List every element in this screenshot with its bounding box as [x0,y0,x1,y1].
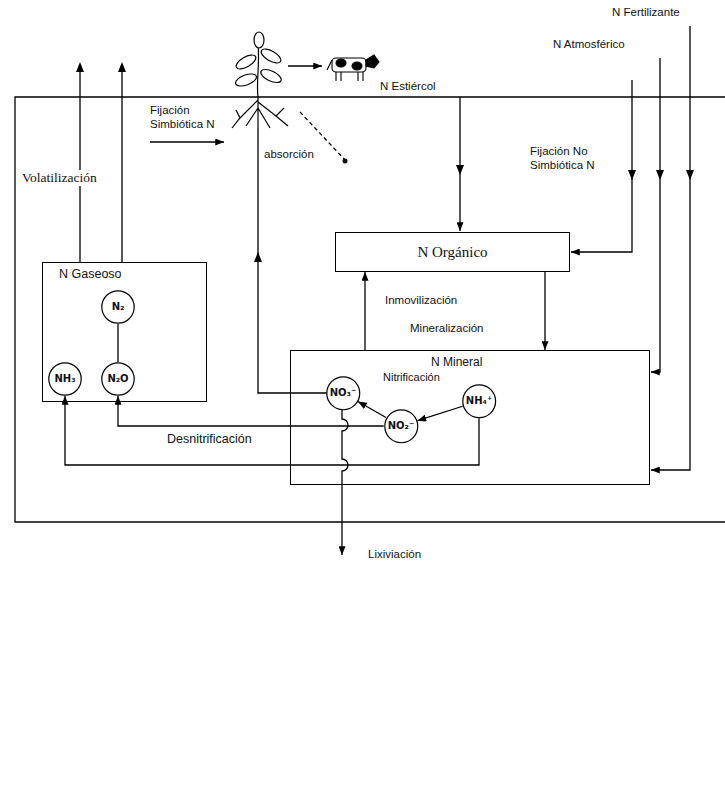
compound-formula: NH₄⁺ [466,395,492,407]
compound-circle: N₂O [101,362,135,396]
pool-box: N MineralNitrificaciónNO₃⁻ NO₂⁻ NH₄⁺ [290,350,650,485]
pool-title: N Gaseoso [59,267,122,282]
plant-leaf [234,72,258,89]
arrowhead [118,62,126,72]
cow-legs [327,60,363,81]
flow-connector [358,402,386,418]
flow-connector [417,406,462,420]
compound-formula: N₂O [107,373,128,385]
flow-connector [117,324,118,362]
plant-stem [257,44,258,97]
manure-line [459,97,460,231]
cow-patch [336,59,346,67]
process-label: Nitrificación [383,371,440,384]
process-label: Fijación Simbiótica N [150,104,225,132]
process-label: Lixiviación [368,548,421,562]
input-label: N Fertilizante [612,6,680,20]
plant-roots [232,97,288,128]
flow-connector [364,272,365,350]
cow-patch [352,62,362,70]
plant-leaf [259,67,283,85]
compound-formula: NH₃ [54,373,75,385]
edge-group [65,272,545,465]
pool-box: N Orgánico [335,232,570,272]
volatilization-line [121,66,122,262]
symbiotic-line [150,141,224,142]
pool-title: N Orgánico [417,243,487,261]
process-label: Mineralización [410,322,484,336]
plant-leaf [234,52,258,72]
input-label: N Estiércol [380,80,436,94]
circle-outline [385,410,418,443]
process-label: Volatilización [20,170,99,186]
arrowhead [456,165,464,175]
flow-connector [65,396,479,465]
process-label: Inmovilización [385,294,457,308]
plant-illustration [232,32,288,128]
compound-formula: NO₃⁻ [330,387,357,399]
circle-outline [102,363,134,395]
cow-illustration [327,55,379,81]
arrowhead [254,252,262,262]
cow-body [332,58,366,72]
compound-circle: N₂ [101,290,135,324]
compound-formula: N₂ [112,301,125,313]
circle-outline [463,385,496,418]
plant-leaf [254,32,264,48]
grazing-line [288,65,322,66]
input-label: N Atmosférico [553,38,625,52]
edge-label: Desnitrificación [165,432,254,446]
volatilization-line [79,66,80,262]
flow-connector [544,272,545,350]
arrowhead [686,170,694,180]
arrowhead [76,62,84,72]
cow-head [366,55,379,68]
compound-circle: NH₃ [48,362,82,396]
compound-circle: NH₄⁺ [462,384,496,418]
absorption-line [258,128,327,393]
pool-box: N GaseosoN₂ NH₃ N₂O [42,262,207,402]
compound-circle: NO₃⁻ [326,376,361,411]
compound-formula: NO₂⁻ [388,420,415,432]
circle-outline [49,363,81,395]
circle-outline [102,291,134,323]
circle-outline [327,377,360,410]
frame-lines [15,26,725,555]
litter-dot [343,159,348,164]
arrowhead [656,170,664,180]
atmospheric-line [651,58,660,372]
compound-circle: NO₂⁻ [384,409,419,444]
leaching-line [342,409,348,555]
process-label: absorción [264,148,314,162]
pool-title: N Mineral [431,355,482,369]
fertilizer-line [651,26,690,470]
process-label: Fijación No Simbiótica N [530,145,605,173]
plant-leaf [259,46,283,66]
arrowhead [628,170,636,180]
